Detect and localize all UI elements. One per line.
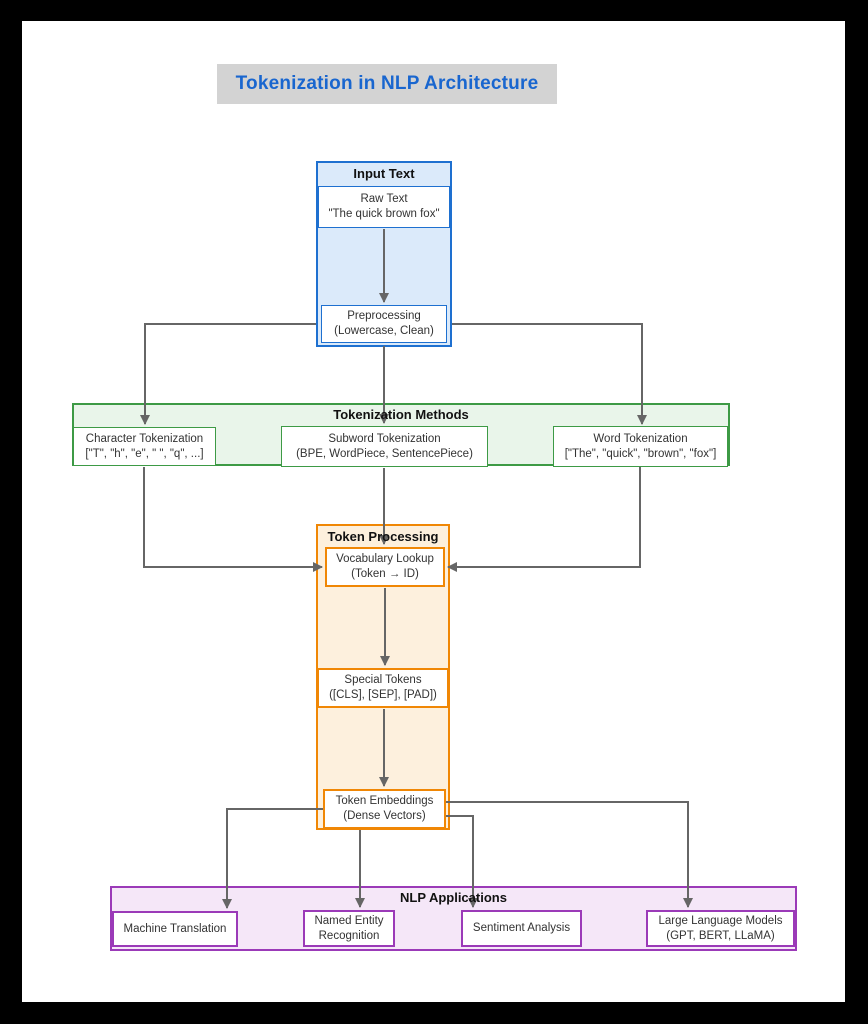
named-entity-label-line1: Named Entity (314, 914, 384, 927)
llm-detail: (GPT, BERT, LLaMA) (666, 929, 775, 942)
token-embeddings-detail: (Dense Vectors) (343, 810, 426, 822)
diagram-title-box: Tokenization in NLP Architecture (217, 64, 557, 104)
preprocessing-detail: (Lowercase, Clean) (334, 325, 434, 337)
sentiment-analysis-label: Sentiment Analysis (472, 922, 571, 935)
node-machine-translation: Machine Translation (112, 911, 238, 947)
input-text-header: Input Text (353, 166, 415, 181)
node-raw-text: Raw Text "The quick brown fox" (318, 186, 450, 228)
special-tokens-detail: ([CLS], [SEP], [PAD]) (329, 689, 437, 701)
token-processing-header: Token Processing (327, 529, 439, 544)
vocabulary-lookup-label: Vocabulary Lookup (336, 553, 434, 566)
vocabulary-lookup-detail: (Token → ID) (351, 568, 419, 580)
diagram-title: Tokenization in NLP Architecture (235, 73, 539, 94)
character-tokenization-example: ["T", "h", "e", " ", "q", ...] (85, 447, 204, 460)
node-large-language-models: Large Language Models (GPT, BERT, LLaMA) (646, 910, 795, 947)
nlp-applications-header: NLP Applications (400, 890, 507, 905)
machine-translation-label: Machine Translation (123, 922, 227, 935)
special-tokens-label: Special Tokens (344, 674, 422, 687)
token-embeddings-label: Token Embeddings (335, 795, 434, 808)
raw-text-example: "The quick brown fox" (328, 208, 440, 220)
node-word-tokenization: Word Tokenization ["The", "quick", "brow… (553, 426, 728, 467)
node-vocabulary-lookup: Vocabulary Lookup (Token → ID) (325, 547, 445, 587)
subword-tokenization-example: (BPE, WordPiece, SentencePiece) (296, 447, 473, 460)
node-subword-tokenization: Subword Tokenization (BPE, WordPiece, Se… (281, 426, 488, 467)
node-sentiment-analysis: Sentiment Analysis (461, 910, 582, 947)
node-character-tokenization: Character Tokenization ["T", "h", "e", "… (73, 427, 216, 466)
character-tokenization-label: Character Tokenization (85, 432, 204, 445)
node-named-entity-recognition: Named Entity Recognition (303, 910, 395, 947)
preprocessing-label: Preprocessing (347, 310, 421, 323)
tokenization-methods-header: Tokenization Methods (333, 407, 469, 422)
llm-label: Large Language Models (658, 914, 783, 927)
named-entity-label-line2: Recognition (318, 929, 380, 942)
node-preprocessing: Preprocessing (Lowercase, Clean) (321, 305, 447, 343)
word-tokenization-label: Word Tokenization (593, 432, 688, 445)
word-tokenization-example: ["The", "quick", "brown", "fox"] (564, 447, 717, 460)
subword-tokenization-label: Subword Tokenization (328, 432, 441, 445)
node-token-embeddings: Token Embeddings (Dense Vectors) (323, 789, 446, 829)
node-special-tokens: Special Tokens ([CLS], [SEP], [PAD]) (317, 668, 449, 708)
raw-text-label: Raw Text (360, 193, 408, 206)
